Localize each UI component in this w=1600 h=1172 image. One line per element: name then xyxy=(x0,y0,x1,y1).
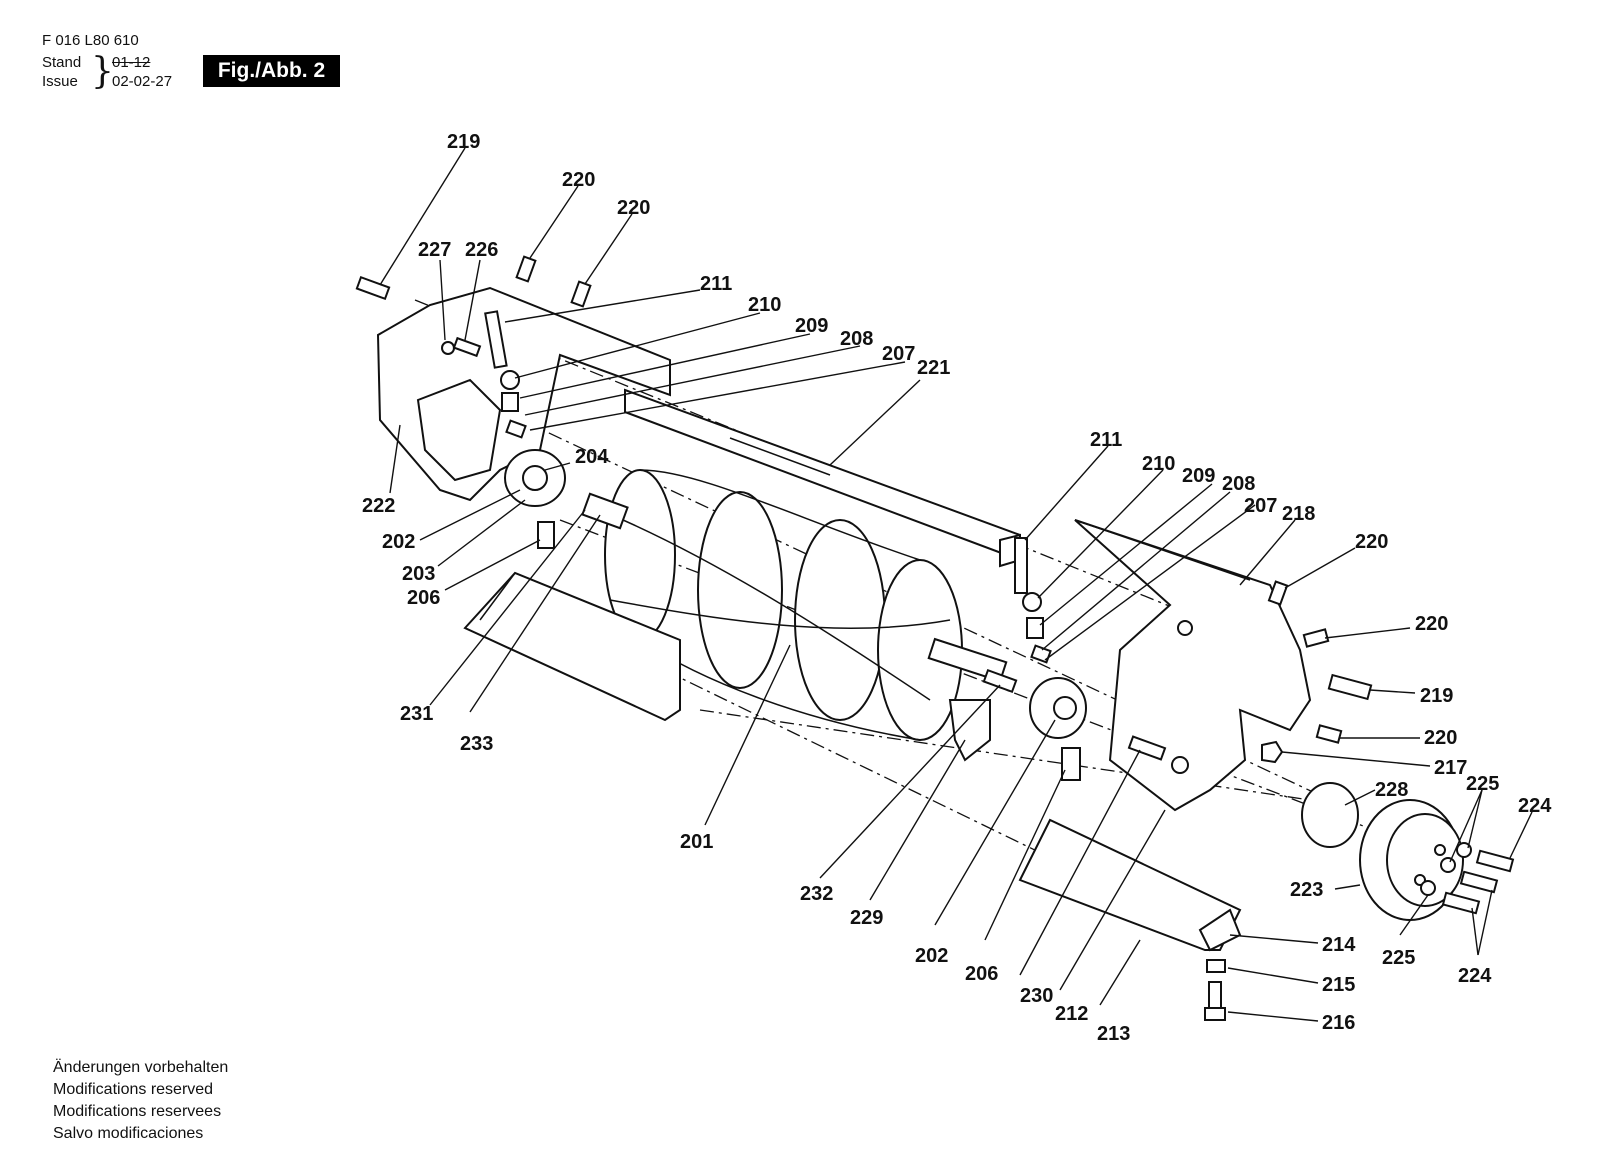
part-208-label: 208 xyxy=(1222,473,1255,495)
hardware xyxy=(355,255,1515,1021)
part-219-label: 219 xyxy=(447,131,480,153)
part-233-label: 233 xyxy=(460,733,493,755)
part-215-label: 215 xyxy=(1322,974,1355,996)
part-220-label: 220 xyxy=(1415,613,1448,635)
left-side-plate xyxy=(376,286,671,502)
note-line: Modifications reservees xyxy=(53,1103,222,1120)
part-211-label: 211 xyxy=(700,273,732,295)
part-212-label: 212 xyxy=(1055,1003,1088,1025)
part-213-label: 213 xyxy=(1097,1023,1130,1045)
cutting-reel xyxy=(581,469,1008,741)
part-214-label: 214 xyxy=(1322,934,1356,956)
part-209-label: 209 xyxy=(1182,465,1215,487)
part-230-label: 230 xyxy=(1020,985,1053,1007)
left-bearing-housing xyxy=(504,449,566,507)
leader-lines xyxy=(379,147,1533,1022)
part-206-label: 206 xyxy=(965,963,998,985)
stand-value: 01-12 xyxy=(112,54,151,71)
issue-value: 02-02-27 xyxy=(112,73,173,90)
part-225-label: 225 xyxy=(1382,947,1415,969)
part-224-label: 224 xyxy=(1458,965,1492,987)
part-224-label: 224 xyxy=(1518,795,1552,817)
figure-label: Fig./Abb. 2 xyxy=(203,55,340,87)
part-208-label: 208 xyxy=(840,328,873,350)
bottom-blade-right xyxy=(1018,818,1242,952)
part-209-label: 209 xyxy=(795,315,828,337)
part-219-label: 219 xyxy=(1420,685,1453,707)
part-231-label: 231 xyxy=(400,703,433,725)
part-207-label: 207 xyxy=(882,343,915,365)
part-227-label: 227 xyxy=(418,239,451,261)
part-207-label: 207 xyxy=(1244,495,1277,517)
part-202-label: 202 xyxy=(382,531,415,553)
note-line: Salvo modificaciones xyxy=(53,1125,204,1142)
part-216-label: 216 xyxy=(1322,1012,1355,1034)
part-204-label: 204 xyxy=(575,446,609,468)
part-206-label: 206 xyxy=(407,587,440,609)
part-222-label: 222 xyxy=(362,495,395,517)
brace-icon: } xyxy=(91,51,114,92)
modification-notes: Änderungen vorbehalten Modifications res… xyxy=(53,1057,228,1145)
part-203-label: 203 xyxy=(402,563,435,585)
part-217-label: 217 xyxy=(1434,757,1467,779)
part-210-label: 210 xyxy=(1142,453,1175,475)
note-line: Modifications reserved xyxy=(53,1081,214,1098)
document-number: F 016 L80 610 xyxy=(42,32,139,49)
part-223-label: 223 xyxy=(1290,879,1323,901)
part-220-label: 220 xyxy=(1355,531,1388,553)
part-number-labels: 219 220 220 227 226 211 210 209 208 207 … xyxy=(362,131,1552,1045)
issue-label: Issue xyxy=(42,73,78,90)
part-220-label: 220 xyxy=(1424,727,1457,749)
part-229-label: 229 xyxy=(850,907,883,929)
part-225-label: 225 xyxy=(1466,773,1499,795)
part-220-label: 220 xyxy=(617,197,650,219)
part-201-label: 201 xyxy=(680,831,713,853)
part-218-label: 218 xyxy=(1282,503,1315,525)
stand-label: Stand xyxy=(42,54,82,71)
part-210-label: 210 xyxy=(748,294,781,316)
part-221-label: 221 xyxy=(917,357,950,379)
right-side-plate xyxy=(1074,519,1312,812)
right-bearing-housing xyxy=(948,677,1087,762)
part-232-label: 232 xyxy=(800,883,833,905)
bottom-blade-left xyxy=(463,571,681,722)
note-line: Änderungen vorbehalten xyxy=(53,1059,229,1076)
part-226-label: 226 xyxy=(465,239,498,261)
part-202-label: 202 xyxy=(915,945,948,967)
part-228-label: 228 xyxy=(1375,779,1408,801)
part-220-label: 220 xyxy=(562,169,595,191)
drive-pulley xyxy=(1301,782,1464,921)
part-211-label: 211 xyxy=(1090,429,1122,451)
